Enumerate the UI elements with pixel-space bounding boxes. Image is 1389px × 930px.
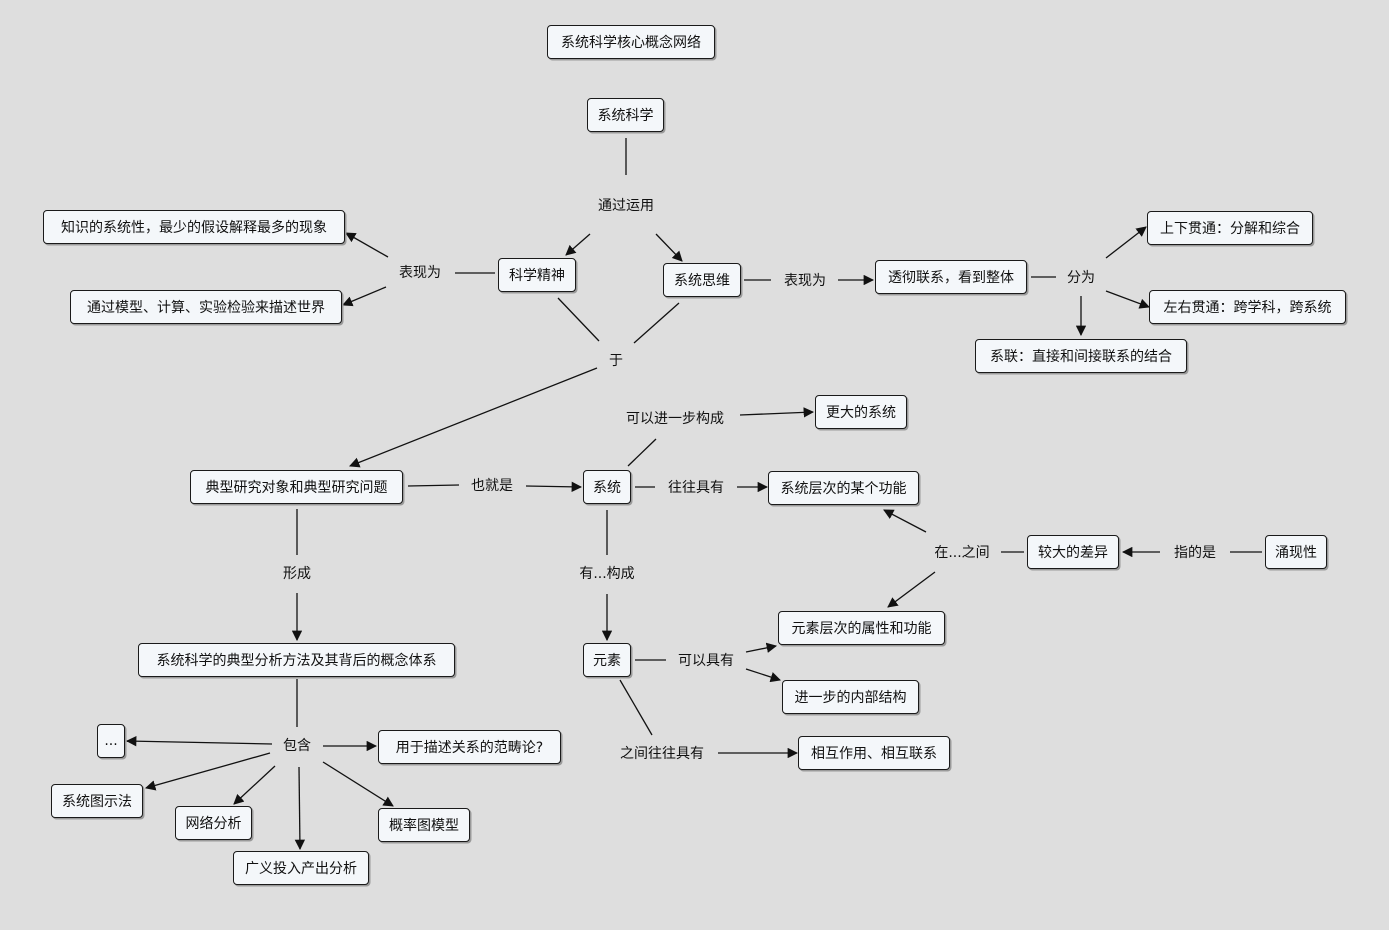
node-element[interactable]: 元素 xyxy=(583,643,631,677)
node-category-theory[interactable]: 用于描述关系的范畴论? xyxy=(378,730,561,764)
node-system[interactable]: 系统 xyxy=(583,470,631,504)
edge-research-to-thatis xyxy=(407,484,460,487)
label-refers-to: 指的是 xyxy=(1174,545,1216,561)
node-systems-thinking[interactable]: 系统思维 xyxy=(663,263,741,297)
node-knowledge-systematic[interactable]: 知识的系统性，最少的假设解释最多的现象 xyxy=(43,210,345,244)
label-divided-into: 分为 xyxy=(1067,270,1095,286)
node-large-difference[interactable]: 较大的差异 xyxy=(1027,535,1119,569)
node-network-analysis[interactable]: 网络分析 xyxy=(175,806,252,840)
edge-includes-to-io xyxy=(294,766,306,851)
node-element-level[interactable]: 元素层次的属性和功能 xyxy=(778,611,945,645)
node-methods-system[interactable]: 系统科学的典型分析方法及其背后的概念体系 xyxy=(138,643,455,677)
label-can-form: 可以进一步构成 xyxy=(626,411,724,427)
edge-spirit-to-yu xyxy=(557,297,600,342)
edge-includes-to-diagram xyxy=(144,752,271,791)
label-through-using: 通过运用 xyxy=(598,198,654,214)
node-io-analysis[interactable]: 广义投入产出分析 xyxy=(233,851,369,885)
node-emergence[interactable]: 涌现性 xyxy=(1265,535,1327,569)
node-interaction[interactable]: 相互作用、相互联系 xyxy=(798,736,950,770)
node-left-right[interactable]: 左右贯通：跨学科，跨系统 xyxy=(1149,290,1346,324)
label-between: 在...之间 xyxy=(934,545,990,561)
edge-between-to-element-level xyxy=(887,571,936,608)
label-can-have: 可以具有 xyxy=(678,653,734,669)
label-has-formed-by: 有...构成 xyxy=(579,566,635,582)
node-system-science[interactable]: 系统科学 xyxy=(587,98,664,132)
edge-system-to-canform xyxy=(627,438,657,467)
edge-divided-to-topdown xyxy=(1105,226,1147,259)
label-between-often: 之间往往具有 xyxy=(620,746,704,762)
edge-manifest-to-knowledge xyxy=(345,232,389,258)
edge-divided-to-leftright xyxy=(1105,290,1150,309)
label-manifest-right: 表现为 xyxy=(784,273,826,289)
label-manifest-left: 表现为 xyxy=(399,265,441,281)
node-system-level-function[interactable]: 系统层次的某个功能 xyxy=(768,471,919,505)
edge-manifest-to-model xyxy=(342,286,387,307)
node-thorough-connection[interactable]: 透彻联系，看到整体 xyxy=(875,260,1027,294)
edge-includes-to-ellipsis xyxy=(125,735,273,747)
diagram-title: 系统科学核心概念网络 xyxy=(547,25,715,59)
node-typical-research[interactable]: 典型研究对象和典型研究问题 xyxy=(190,470,403,504)
label-often-have: 往往具有 xyxy=(668,480,724,496)
edge-between-to-function xyxy=(883,509,927,533)
node-top-down[interactable]: 上下贯通：分解和综合 xyxy=(1147,211,1313,245)
edge-includes-to-network xyxy=(233,765,276,805)
label-includes: 包含 xyxy=(283,738,311,754)
node-prob-graph[interactable]: 概率图模型 xyxy=(378,808,470,842)
node-system-diagram[interactable]: 系统图示法 xyxy=(51,784,143,818)
edge-canhave-to-element-level xyxy=(745,642,778,653)
node-scientific-spirit[interactable]: 科学精神 xyxy=(498,258,576,292)
edge-thatis-to-system xyxy=(525,481,583,493)
node-model-compute[interactable]: 通过模型、计算、实验检验来描述世界 xyxy=(70,290,342,324)
edge-thinking-to-yu xyxy=(633,302,680,344)
edge-canform-to-larger xyxy=(739,407,815,418)
edge-canhave-to-internal xyxy=(745,668,781,683)
label-yu: 于 xyxy=(609,353,623,369)
node-system-link[interactable]: 系联：直接和间接联系的结合 xyxy=(975,339,1187,373)
edge-includes-to-probgraph xyxy=(322,761,394,807)
node-ellipsis[interactable]: ... xyxy=(97,724,125,758)
edge-element-to-betweenoften xyxy=(619,679,653,736)
edge-yu-to-research xyxy=(349,367,598,468)
label-forms: 形成 xyxy=(283,566,311,582)
edge-through-using-to-spirit xyxy=(565,233,591,256)
edge-through-using-to-thinking xyxy=(655,233,683,262)
node-larger-system[interactable]: 更大的系统 xyxy=(815,395,907,429)
node-internal-structure[interactable]: 进一步的内部结构 xyxy=(782,680,919,714)
label-that-is: 也就是 xyxy=(471,478,513,494)
